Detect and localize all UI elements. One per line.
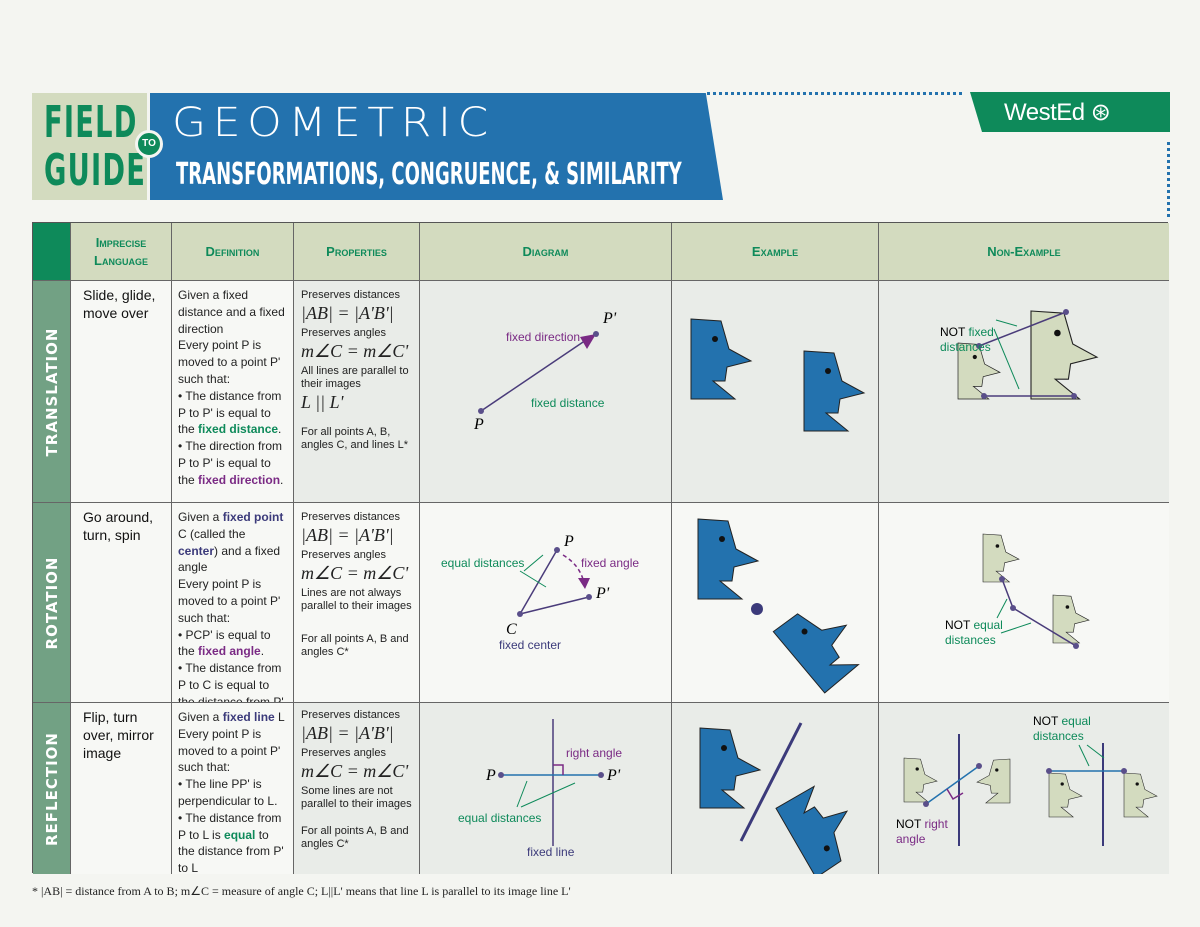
footnote: * |AB| = distance from A to B; m∠C = mea… [32,884,571,898]
properties-translation: Preserves distances|AB| = |A'B'| Preserv… [294,281,420,503]
imprecise-reflection: Flip, turn over, mirror image [71,703,172,874]
corner-cell [33,223,71,281]
diagram-reflection: P P' right angle equal distances fixed li… [420,703,672,874]
definition-reflection: Given a fixed line L Every point P is mo… [172,703,294,874]
imprecise-translation: Slide, glide, move over [71,281,172,503]
field-guide-box: FIELD GUIDE [32,93,147,200]
svg-text:P: P [563,533,574,550]
svg-text:fixed line: fixed line [527,845,575,859]
arrowhead-icon [580,334,596,349]
globe-icon: ⊛ [1090,99,1111,126]
nonexample-reflection: NOT right angle NOT equal distances [879,703,1169,874]
center-point [751,603,763,615]
face-original [690,318,752,400]
dotted-divider [1167,142,1170,217]
svg-text:angle: angle [896,832,926,846]
svg-text:NOT fixed: NOT fixed [940,325,994,339]
svg-text:fixed angle: fixed angle [581,556,639,570]
svg-text:P': P' [595,585,610,602]
svg-text:equal distances: equal distances [441,556,524,570]
col-example: Example [672,223,879,281]
title-field: FIELD [44,97,138,148]
mirror-line [739,722,803,842]
svg-text:distances: distances [1033,729,1084,743]
dotted-divider [707,92,962,95]
row-label-rotation: ROTATION [33,503,71,703]
svg-text:right angle: right angle [566,746,622,760]
title-geometric: GEOMETRIC [172,100,495,146]
nonexample-translation: NOT fixed distances [879,281,1169,503]
svg-text:P: P [485,767,496,784]
col-imprecise: Imprecise Language [71,223,172,281]
label-fixed-distance: fixed distance [531,396,605,410]
nonexample-rotation: NOT equal distances [879,503,1169,703]
svg-text:fixed center: fixed center [499,638,561,652]
svg-text:distances: distances [945,633,996,647]
example-reflection [672,703,879,874]
point-p [478,408,484,414]
col-properties: Properties [294,223,420,281]
label-p: P [473,416,484,433]
wested-logo: WestEd ⊛ [970,92,1170,132]
field-guide-table: Imprecise Language Definition Properties… [32,222,1169,874]
svg-text:P': P' [606,767,621,784]
svg-text:equal distances: equal distances [458,811,541,825]
svg-text:distances: distances [940,340,991,354]
title-banner [150,93,723,200]
col-definition: Definition [172,223,294,281]
point-p-prime [593,331,599,337]
col-diagram: Diagram [420,223,672,281]
title-guide: GUIDE [44,145,147,196]
label-fixed-direction: fixed direction [506,330,580,344]
svg-text:NOT equal: NOT equal [1033,714,1091,728]
properties-rotation: Preserves distances|AB| = |A'B'| Preserv… [294,503,420,703]
definition-translation: Given a fixed distance and a fixed direc… [172,281,294,503]
example-translation [672,281,879,503]
svg-text:NOT right: NOT right [896,817,948,831]
label-p-prime: P' [602,310,617,327]
example-rotation [672,503,879,703]
vector-line [480,335,593,412]
diagram-translation: P P' fixed direction fixed distance [420,281,672,503]
title-to-badge: TO [135,130,163,158]
diagram-rotation: P P' C equal distances fixed angle fixed c… [420,503,672,703]
svg-text:NOT equal: NOT equal [945,618,1003,632]
svg-text:C: C [506,621,517,638]
col-non-example: Non-Example [879,223,1169,281]
logo-text: WestEd [1004,99,1085,126]
properties-reflection: Preserves distances|AB| = |A'B'| Preserv… [294,703,420,874]
face-large [1030,310,1098,400]
row-label-translation: TRANSLATION [33,281,71,503]
row-label-reflection: REFLECTION [33,703,71,874]
definition-rotation: Given a fixed point C (called the center… [172,503,294,703]
title-subtitle: TRANSFORMATIONS, CONGRUENCE, & SIMILARIT… [176,157,682,192]
imprecise-rotation: Go around, turn, spin [71,503,172,703]
face-image [803,350,865,432]
arrowhead-icon [578,578,590,589]
